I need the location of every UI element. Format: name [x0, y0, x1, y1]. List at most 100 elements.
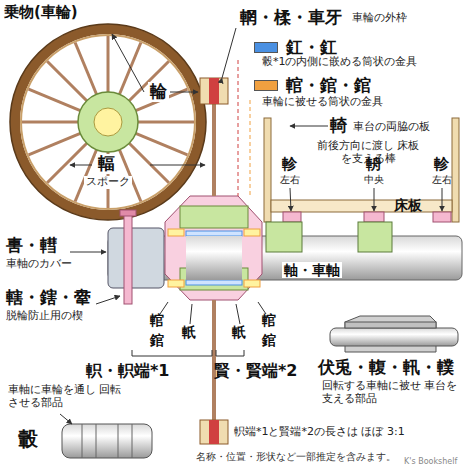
part-label: 脱輪防止用の楔: [6, 310, 83, 323]
legend-item: 輨・錧・錧: [254, 74, 371, 97]
part-label: 軹・軹端*1: [86, 362, 170, 380]
part-label: 中央: [364, 174, 384, 186]
spoke: [107, 36, 110, 92]
part-label: 轂*1の内側に嵌める筒状の金具: [262, 56, 418, 69]
hub-core: [94, 108, 122, 136]
hub-cap: [168, 229, 184, 236]
leader: [290, 126, 328, 127]
spoke: [75, 43, 96, 95]
bracket: [132, 350, 212, 356]
part-label: 軫: [282, 156, 297, 173]
part-label: 錧: [150, 332, 164, 348]
part-label: 輪: [148, 82, 169, 102]
spoke-side: [212, 104, 216, 196]
spoke: [129, 143, 169, 183]
spoke: [47, 61, 87, 101]
side-board: [264, 118, 271, 222]
spoke: [29, 89, 81, 110]
spokes: [22, 36, 194, 208]
rim-inner: [21, 35, 195, 209]
part-label: 輞・楺・車牙: [240, 8, 342, 28]
spoke: [119, 43, 140, 95]
leader: [170, 92, 198, 93]
legend-item: 釭・釭: [254, 36, 337, 59]
spoke: [138, 121, 194, 124]
ridge: [132, 424, 133, 458]
hub: [78, 92, 138, 152]
side-board: [452, 118, 459, 222]
rim-piece: [200, 420, 228, 444]
ridge: [96, 424, 97, 458]
legend-text: 釭・釭: [286, 36, 337, 59]
spoke: [129, 61, 169, 101]
leader: [190, 304, 192, 324]
ridge: [118, 424, 119, 458]
part-label: 床板: [394, 197, 422, 213]
part-label: 左右: [432, 174, 452, 186]
hub-cap: [244, 229, 260, 236]
side-beam: [283, 212, 301, 222]
part-label: 軎・轊: [6, 236, 57, 256]
part-label: 軝: [182, 324, 196, 340]
part-label: 錧: [262, 332, 276, 348]
part-label: 車軸に車輪を通し 回転させる部品: [8, 384, 128, 409]
hub-detail: [62, 424, 152, 458]
part-label: 車軸のカバー: [6, 258, 72, 271]
center-beam: [364, 212, 384, 222]
part-label: 輨: [262, 312, 276, 328]
side-beam: [433, 212, 451, 222]
hub-ridges: [82, 424, 132, 458]
legend-text: 輨・錧・錧: [286, 74, 371, 97]
bushing-leader: [238, 60, 239, 196]
linchpin: [124, 214, 132, 304]
part-label: 車輪の外枠: [352, 12, 407, 25]
ridge: [82, 424, 83, 458]
tire: [209, 420, 219, 444]
part-label: 名称・位置・形状など一部推定を含みます。: [196, 451, 396, 463]
wheel-rim: [15, 29, 201, 215]
leader: [112, 34, 144, 92]
tire: [209, 78, 219, 104]
leader: [60, 414, 72, 424]
part-label: 輈: [366, 156, 381, 173]
part-label: 轂: [18, 428, 38, 451]
leader: [236, 304, 240, 324]
spoke-side: [212, 300, 216, 420]
floor-board: [271, 200, 452, 212]
spoke: [29, 133, 81, 154]
part-label: 車台の両脇の板: [353, 121, 430, 134]
hub-cap: [168, 280, 184, 287]
spoke: [22, 121, 78, 124]
leader: [150, 165, 205, 166]
part-label: 輢: [330, 116, 347, 136]
bearing-top: [345, 322, 436, 328]
part-label: 左右: [280, 174, 300, 186]
part-label: 伏兎・輹・軐・轐: [318, 358, 454, 378]
rim-piece: [200, 78, 228, 104]
part-label: 輻: [96, 154, 117, 174]
part-label: 回転する車軸に被せ 車台を支える部品: [322, 380, 462, 405]
part-label: 輨: [150, 312, 164, 328]
part-label: 賢・賢端*2: [214, 362, 298, 380]
linchpin-head: [120, 210, 136, 216]
axle-in-hub: [186, 236, 242, 280]
leader: [374, 188, 375, 211]
part-label: 車輪に被せる筒状の金具: [262, 96, 383, 109]
bracket: [216, 350, 244, 356]
leader: [70, 165, 92, 166]
axle-detail: [330, 328, 458, 346]
bearing-block: [358, 222, 392, 252]
part-label: 軸・車軸: [282, 262, 342, 278]
part-label: 軝: [232, 324, 246, 340]
hub-cap: [244, 280, 260, 287]
leader: [70, 252, 106, 253]
part-label: K's Bookshelf: [404, 457, 457, 466]
bearing-block: [266, 222, 302, 252]
part-label: 軫: [434, 156, 449, 173]
spoke: [47, 143, 87, 183]
axle-cover: [108, 228, 164, 288]
cap-leader: [250, 100, 251, 196]
hub-section: [165, 196, 262, 300]
